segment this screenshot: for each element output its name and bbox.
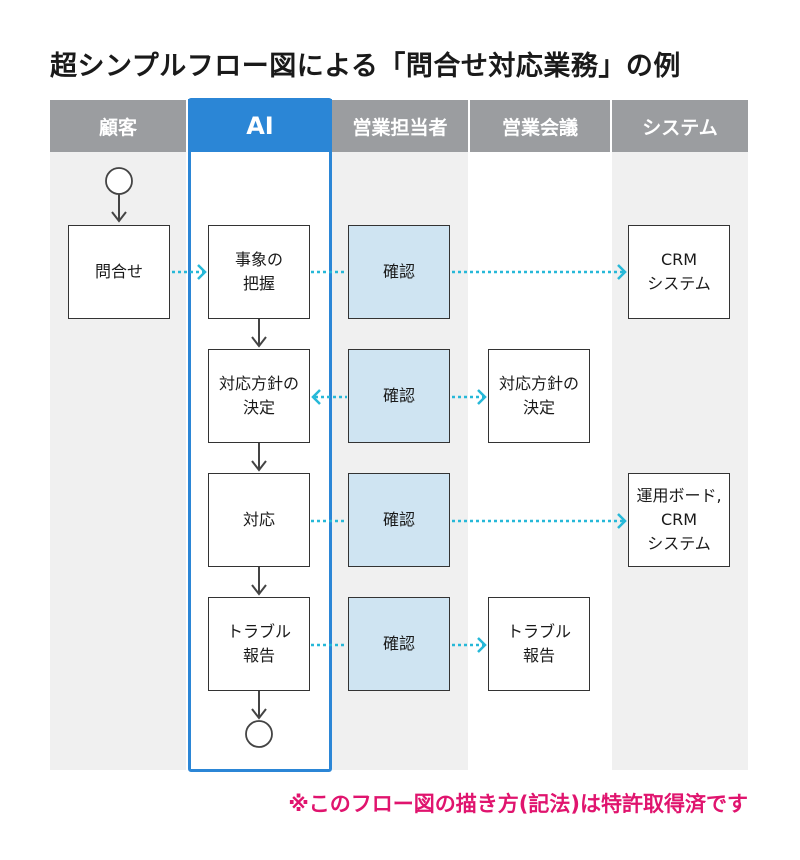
end-node bbox=[245, 720, 273, 748]
dotted-flow-confirm-to-meeting-policy bbox=[452, 389, 487, 405]
ai-lane-highlight-frame bbox=[188, 98, 332, 772]
node-confirm-4-label: 確認 bbox=[382, 634, 415, 653]
node-trouble-report: トラブル 報告 bbox=[208, 597, 310, 691]
node-meeting-policy-line2: 決定 bbox=[522, 398, 555, 417]
node-confirm-1: 確認 bbox=[348, 225, 450, 319]
node-ops-board-line3: システム bbox=[647, 534, 711, 553]
page-title: 超シンプルフロー図による「問合せ対応業務」の例 bbox=[50, 51, 681, 82]
node-respond: 対応 bbox=[208, 473, 310, 567]
node-ops-board-line2: CRM bbox=[660, 510, 698, 529]
start-arrow bbox=[111, 194, 127, 223]
ai-arrow-2 bbox=[251, 443, 267, 472]
node-confirm-4: 確認 bbox=[348, 597, 450, 691]
start-node bbox=[105, 167, 133, 195]
node-crm-system-line2: システム bbox=[647, 274, 711, 293]
node-ops-board-line1: 運用ボード, bbox=[636, 486, 722, 505]
dotted-flow-confirm-to-policy bbox=[311, 389, 347, 405]
node-confirm-2: 確認 bbox=[348, 349, 450, 443]
node-grasp-line1: 事象の bbox=[234, 250, 283, 269]
ai-arrow-3 bbox=[251, 567, 267, 596]
node-inquiry-label: 問合せ bbox=[94, 262, 143, 281]
node-meeting-trouble-line1: トラブル bbox=[506, 622, 571, 641]
node-confirm-2-label: 確認 bbox=[382, 386, 415, 405]
lane-header-system: システム bbox=[612, 100, 748, 152]
node-policy: 対応方針の 決定 bbox=[208, 349, 310, 443]
node-grasp: 事象の 把握 bbox=[208, 225, 310, 319]
lane-header-ai: AI bbox=[188, 99, 332, 152]
node-ops-board-crm: 運用ボード, CRM システム bbox=[628, 473, 730, 567]
node-confirm-3-label: 確認 bbox=[382, 510, 415, 529]
node-trouble-report-line2: 報告 bbox=[242, 646, 275, 665]
node-inquiry: 問合せ bbox=[68, 225, 170, 319]
node-policy-line1: 対応方針の bbox=[218, 374, 299, 393]
node-grasp-line2: 把握 bbox=[242, 274, 275, 293]
node-crm-system: CRM システム bbox=[628, 225, 730, 319]
node-trouble-report-line1: トラブル bbox=[226, 622, 291, 641]
ai-arrow-1 bbox=[251, 319, 267, 348]
ai-arrow-end bbox=[251, 691, 267, 720]
node-meeting-policy: 対応方針の 決定 bbox=[488, 349, 590, 443]
node-confirm-1-label: 確認 bbox=[382, 262, 415, 281]
patent-note: ※このフロー図の描き方(記法)は特許取得済です bbox=[288, 792, 748, 816]
node-meeting-policy-line1: 対応方針の bbox=[498, 374, 579, 393]
lane-header-sales-rep: 営業担当者 bbox=[332, 100, 468, 152]
dotted-flow-confirm-to-meeting-trouble bbox=[452, 637, 487, 653]
dotted-flow-confirm-to-ops-board bbox=[452, 513, 627, 529]
node-respond-label: 対応 bbox=[242, 510, 275, 529]
lane-header-sales-meeting: 営業会議 bbox=[470, 100, 610, 152]
node-crm-system-line1: CRM bbox=[660, 250, 698, 269]
node-policy-line2: 決定 bbox=[242, 398, 275, 417]
dotted-flow-confirm-to-crm bbox=[452, 264, 627, 280]
node-confirm-3: 確認 bbox=[348, 473, 450, 567]
node-meeting-trouble-line2: 報告 bbox=[522, 646, 555, 665]
dotted-flow-inquiry-to-grasp bbox=[172, 264, 207, 280]
lane-header-customer: 顧客 bbox=[50, 100, 186, 152]
node-meeting-trouble-report: トラブル 報告 bbox=[488, 597, 590, 691]
